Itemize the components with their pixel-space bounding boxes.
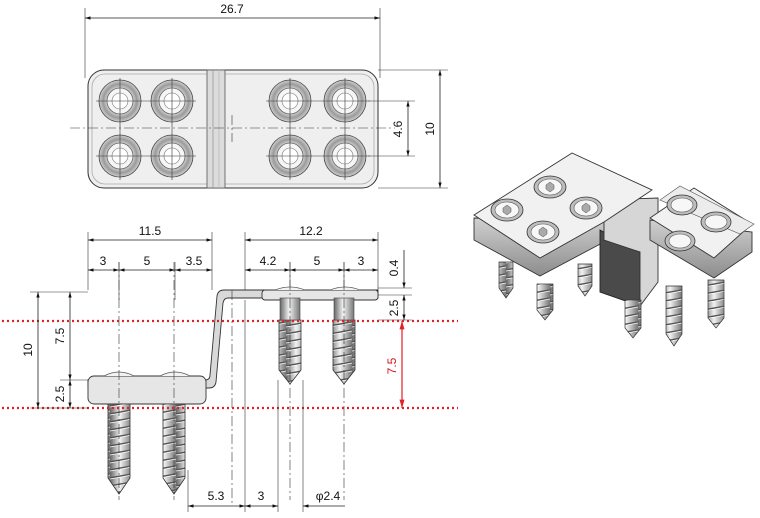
dim-right-length: 12.2 [299, 224, 323, 238]
dim-upper-step: 2.5 [387, 299, 401, 316]
dim-right-spacing-3: 3 [358, 254, 365, 268]
dim-left-spacing-2: 5 [144, 254, 151, 268]
dim-plate-thickness: 0.4 [387, 259, 401, 276]
dim-height-total: 10 [21, 343, 35, 357]
iso-screw-heads [490, 175, 732, 252]
dim-bottom-offset-1: 5.3 [208, 489, 225, 503]
iso-screw-shanks [498, 261, 725, 347]
dim-left-spacing-1: 3 [100, 254, 107, 268]
dim-screw-diameter: φ2.4 [316, 489, 341, 503]
top-view: 26.7 10 4.6 [70, 2, 448, 189]
dim-left-spacing-3: 3.5 [186, 254, 203, 268]
top-holes [96, 78, 370, 180]
dim-height-lower: 2.5 [53, 385, 67, 402]
dim-hole-pitch: 4.6 [391, 120, 405, 137]
dim-bottom-offset-2: 3 [258, 489, 265, 503]
dim-overall-width: 26.7 [220, 2, 244, 16]
dim-height-upper: 7.5 [53, 327, 67, 344]
dim-left-length: 11.5 [139, 224, 162, 238]
isometric-view [473, 152, 755, 347]
dim-plate-width: 10 [423, 122, 437, 136]
dim-red-offset: 7.5 [385, 357, 399, 374]
side-view: 11.5 12.2 3 5 3.5 4.2 5 3 0.4 2.5 [2, 224, 458, 512]
dim-right-spacing-2: 5 [314, 254, 321, 268]
dim-right-spacing-1: 4.2 [260, 254, 277, 268]
